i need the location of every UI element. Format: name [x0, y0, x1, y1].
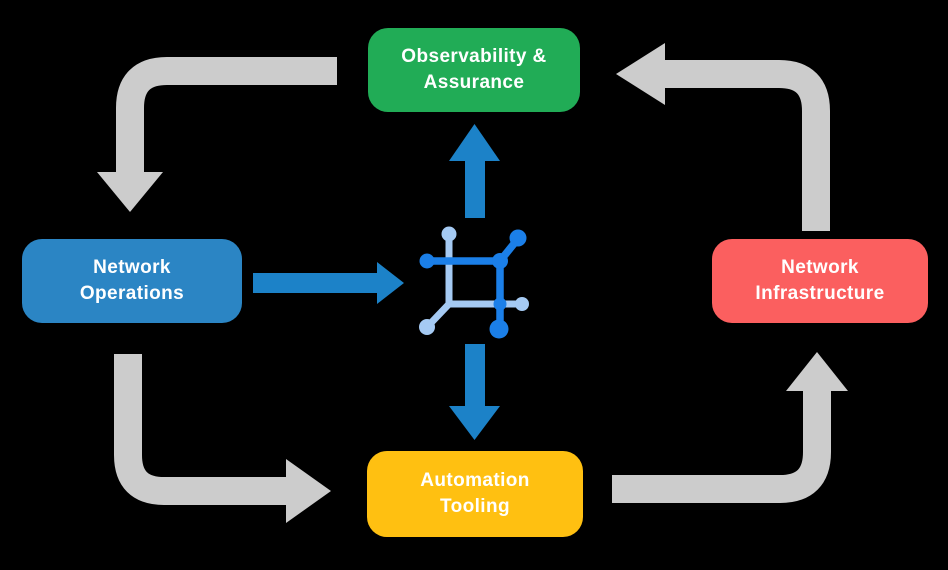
arrow-shaft: [114, 354, 288, 505]
node-label-line: Observability &: [401, 45, 547, 67]
arrow-observability-to-operations: [97, 57, 337, 212]
icon-node-dark: [492, 253, 508, 269]
icon-line-light: [426, 301, 452, 328]
node-label-line: Infrastructure: [755, 283, 885, 304]
arrow-operations-to-automation: [114, 354, 331, 523]
arrow-head: [377, 262, 404, 304]
node-observability-assurance: Observability & Assurance: [368, 28, 580, 112]
icon-node-dark: [493, 297, 507, 311]
icon-node-light: [441, 226, 457, 242]
arrow-head: [286, 459, 331, 523]
icon-node-light: [515, 297, 529, 311]
arrow-head: [786, 352, 848, 391]
icon-node-light: [419, 319, 435, 335]
arrow-head: [616, 43, 665, 105]
icon-node-dark: [509, 229, 527, 247]
node-label-line: Assurance: [423, 72, 525, 93]
arrow-head: [97, 172, 163, 212]
node-label-line: Automation: [420, 469, 530, 491]
arrow-head: [449, 406, 500, 440]
node-label-line: Network: [781, 256, 859, 278]
arrow-automation-to-infrastructure: [612, 352, 848, 503]
arrow-hub-to-observability: [449, 124, 500, 218]
node-label-line: Network: [93, 256, 171, 278]
arrow-shaft: [612, 389, 831, 503]
node-network-operations: Network Operations: [22, 239, 242, 323]
node-label-line: Tooling: [440, 496, 510, 517]
arrow-head: [449, 124, 500, 161]
icon-node-dark: [419, 253, 435, 269]
icon-line-dark: [497, 237, 520, 264]
network-automation-hub-icon: [419, 226, 529, 339]
arrow-shaft: [116, 57, 337, 174]
node-network-infrastructure: Network Infrastructure: [712, 239, 928, 323]
arrow-shaft: [663, 60, 830, 231]
node-automation-tooling: Automation Tooling: [367, 451, 583, 537]
arrow-infrastructure-to-observability: [616, 43, 830, 231]
arrow-operations-to-hub: [253, 262, 404, 304]
arrow-hub-to-automation: [449, 344, 500, 440]
icon-node-dark: [489, 319, 509, 339]
node-label-line: Operations: [79, 283, 185, 304]
